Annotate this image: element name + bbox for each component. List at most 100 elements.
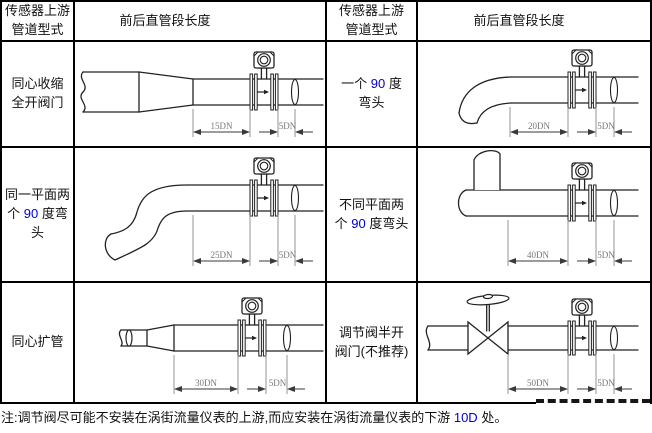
flange [588,320,592,356]
label-line: 阀门(不推荐) [335,343,409,362]
flange [572,71,576,109]
header-straight-length-1: 前后直管段长度 [75,2,327,42]
text-segment: 度弯头 [30,206,68,240]
pipe-run [192,78,324,106]
label-concentric-reduction-full-open-valve: 同心收缩全开阀门 [2,42,75,148]
upstream-fitting [457,189,467,217]
dimension-arrowhead [295,258,303,264]
header-line: 管道型式 [11,22,64,37]
upstream-fitting [458,112,478,125]
dimension-arrowhead [508,386,516,392]
label-line: 同一平面两 [5,186,70,205]
upstream-fitting [80,71,86,113]
upstream-fitting [458,76,512,114]
flange [592,320,597,356]
header-line: 传感器上游 [338,3,404,19]
dimension-arrowhead [510,129,518,135]
head-corner-ticks [253,157,275,163]
head-lens [247,301,257,311]
text-segment: 弯头 [358,95,385,110]
footnote: 注:调节阀尽可能不安装在涡街流量仪表的上游,而应安装在涡街流量仪表的下游 10D… [1,407,507,426]
dimension-arrowhead [588,129,596,135]
flange [258,319,262,357]
dimension-arrowhead [264,195,269,201]
dimension-label: 50DN [527,378,549,388]
label-two-90-elbows-different-plane: 不同平面两个 90 度弯头 [327,148,418,283]
flange [588,71,592,109]
vortex-flowmeter-icon [249,157,279,217]
pipe-break-icon [609,189,619,217]
fitting-detail [482,293,494,300]
head-lens [577,53,587,63]
head-lens [259,161,269,171]
text-segment: 处。 [477,410,508,425]
dimension-label: 5DN [597,378,615,388]
pipe-diagram-valve: 50DN 5DN [425,293,639,394]
text-segment: 个 [334,215,352,231]
dimension-arrowhead [588,386,596,392]
accent-number: 90 [351,215,366,231]
flange [592,184,597,222]
upstream-fitting [425,325,431,351]
dimension-arrowhead [614,258,622,264]
flange [249,73,254,111]
head-lens [577,166,587,176]
fitting-detail [125,329,133,347]
dimension-arrowhead [242,258,250,264]
text-segment: 个 [7,206,24,222]
dimension-arrowhead [508,258,516,264]
label-single-90-elbow: 一个 90 度弯头 [327,42,418,148]
dimension-arrowhead [230,386,238,392]
dimension-arrowhead [174,386,182,392]
text-segment: 不同平面两 [338,196,404,212]
dimension-arrowhead [252,335,257,341]
header-upstream-pipe-type-2: 传感器上游管道型式 [327,2,418,42]
vortex-flowmeter-icon [567,49,597,109]
dimension-arrowhead [588,258,596,264]
header-straight-length-2: 前后直管段长度 [418,2,652,42]
label-line: 全开阀门 [11,94,63,113]
label-line: 个 90 度弯头 [2,205,73,243]
upstream-fitting [114,210,188,261]
transmitter-stem [575,314,589,327]
vortex-flowmeter-icon [249,51,279,111]
flange [588,184,592,222]
flange [274,73,279,111]
flange [274,179,279,217]
header-line: 传感器上游 [4,3,70,19]
upstream-fitting [104,233,116,261]
dimension-arrowhead [242,129,250,135]
flange [270,73,274,111]
upstream-fitting [110,184,188,235]
header-line: 管道型式 [345,22,398,37]
transmitter-stem [245,313,259,326]
head-corner-ticks [241,297,263,303]
dimension-label: 5DN [269,378,287,388]
transmitter-stem [257,173,271,186]
upstream-fitting [473,149,501,190]
upstream-fitting [486,320,509,356]
text-segment: 调节阀半开 [338,324,404,340]
pipe-break-icon [290,78,300,106]
dimension-arrowhead [614,129,622,135]
text-segment: 阀门(不推荐) [334,343,409,359]
straight-pipe-length-table: 传感器上游管道型式 前后直管段长度 传感器上游管道型式 前后直管段长度 同心收缩… [0,0,652,404]
dimension-label: 15DN [211,121,233,131]
text-segment: 同心扩管 [11,334,64,350]
text-segment: 一个 [341,76,371,92]
dimension-arrowhead [270,129,278,135]
flange [567,71,572,109]
dimension-label: 40DN [527,250,549,260]
dimension-label: 5DN [279,250,297,260]
accent-number: 10D [453,410,478,425]
vortex-flowmeter-icon [237,297,267,357]
dimension-arrowhead [264,89,269,95]
